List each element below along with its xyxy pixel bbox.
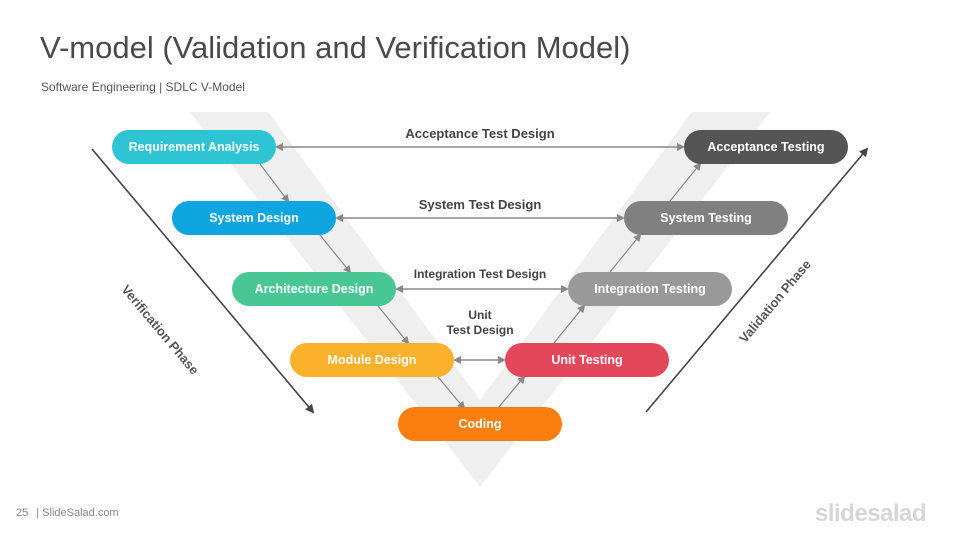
page-subtitle: Software Engineering | SDLC V-Model <box>41 80 245 94</box>
flow-arrow-up <box>609 233 642 273</box>
footer: 25 | SlideSalad.com <box>16 507 119 519</box>
connector-label-acceptance: Acceptance Test Design <box>405 126 555 141</box>
step-label: Unit Testing <box>551 353 623 367</box>
flow-arrow-down <box>377 305 410 345</box>
flow-arrow-down <box>259 163 290 203</box>
step-architecture-design: Architecture Design <box>232 272 396 306</box>
step-module-design: Module Design <box>290 343 454 377</box>
verification-phase-arrow <box>91 148 315 414</box>
step-unit-testing: Unit Testing <box>505 343 669 377</box>
step-requirement-analysis: Requirement Analysis <box>112 130 276 164</box>
step-label: Acceptance Testing <box>707 140 825 154</box>
step-acceptance-testing: Acceptance Testing <box>684 130 848 164</box>
step-label: Coding <box>458 417 502 431</box>
flow-arrow-down <box>319 234 352 274</box>
step-label: Integration Testing <box>594 282 706 296</box>
slidesalad-logo: slidesalad <box>815 500 927 527</box>
step-integration-testing: Integration Testing <box>568 272 732 306</box>
step-label: System Testing <box>660 211 752 225</box>
flow-arrow-up <box>497 375 526 409</box>
v-shape-background <box>190 112 770 487</box>
step-system-testing: System Testing <box>624 201 788 235</box>
step-label: Module Design <box>327 353 417 367</box>
connector-label-unit-line2: Test Design <box>446 323 514 337</box>
step-system-design: System Design <box>172 201 336 235</box>
connector-label-system: System Test Design <box>418 197 542 212</box>
connector-label-integration: Integration Test Design <box>413 267 547 281</box>
step-coding: Coding <box>398 407 562 441</box>
page-number: 25 <box>16 507 29 519</box>
footer-site: | SlideSalad.com <box>36 507 119 519</box>
step-label: System Design <box>209 211 299 225</box>
page-title: V-model (Validation and Verification Mod… <box>40 30 631 65</box>
step-label: Architecture Design <box>254 282 374 296</box>
flow-arrow-up <box>553 304 586 344</box>
flow-arrow-up <box>669 162 702 202</box>
connector-label-unit-line1: Unit <box>468 308 492 322</box>
flow-arrow-down <box>437 376 466 410</box>
connector-label-unit: Unit Test Design <box>446 308 513 338</box>
step-label: Requirement Analysis <box>128 140 260 154</box>
validation-phase-arrow <box>645 147 869 413</box>
